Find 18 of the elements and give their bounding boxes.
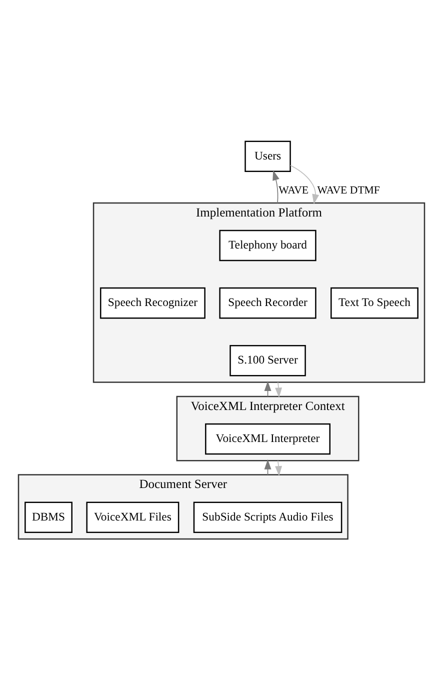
edge-label: WAVE	[278, 184, 309, 196]
arrow	[290, 164, 320, 204]
node-box: DBMS	[24, 502, 72, 533]
node-box: S.100 Server	[230, 344, 306, 376]
node-box: Users	[244, 140, 291, 172]
arrow	[264, 381, 272, 397]
node-box: VoiceXML Files	[86, 502, 180, 533]
arrow	[275, 382, 282, 398]
node-box: Speech Recognizer	[100, 287, 206, 319]
node-box: VoiceXML Interpreter	[205, 423, 330, 455]
node-box: Speech Recorder	[219, 287, 316, 319]
arrow	[264, 459, 272, 476]
arrow	[275, 460, 282, 476]
node-box: Text To Speech	[330, 287, 418, 319]
arrow	[272, 170, 280, 204]
node-box: Telephony board	[219, 230, 316, 262]
node-box: SubSide Scripts Audio Files	[193, 502, 342, 533]
edge-label: WAVE DTMF	[317, 184, 380, 196]
